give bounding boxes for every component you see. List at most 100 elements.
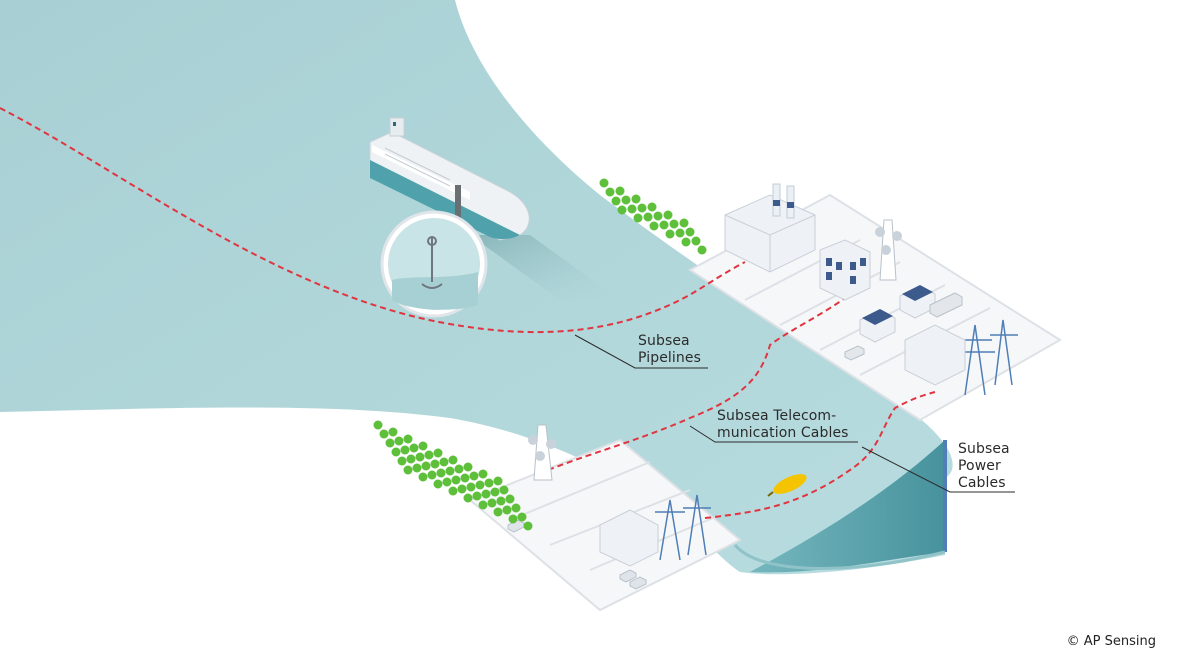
tree-icon — [397, 456, 407, 466]
telecom-label: Subsea Telecom- munication Cables — [717, 408, 849, 442]
pipelines-label-line2: Pipelines — [638, 350, 701, 366]
tree-icon — [424, 450, 434, 460]
tree-icon — [373, 420, 383, 430]
copyright-notice: © AP Sensing — [1066, 634, 1156, 649]
tree-icon — [418, 472, 428, 482]
tree-icon — [617, 205, 627, 215]
tree-icon — [621, 195, 631, 205]
tree-icon — [508, 514, 518, 524]
tree-icon — [647, 202, 657, 212]
tree-icon — [403, 465, 413, 475]
tree-icon — [418, 441, 428, 451]
tree-icon — [430, 459, 440, 469]
tree-icon — [478, 500, 488, 510]
tree-icon — [679, 218, 689, 228]
tree-icon — [388, 427, 398, 437]
leader-lines — [574, 334, 1015, 493]
tree-icon — [493, 476, 503, 486]
power-cable — [704, 391, 936, 519]
tree-icon — [409, 443, 419, 453]
anchor-magnifier-icon — [380, 210, 488, 318]
tree-icon — [496, 496, 506, 506]
tree-icon — [385, 438, 395, 448]
tree-icon — [445, 466, 455, 476]
tree-icon — [472, 491, 482, 501]
tree-icon — [505, 494, 515, 504]
pipelines-leader — [574, 334, 708, 369]
tree-icon — [451, 475, 461, 485]
tree-icon — [665, 229, 675, 239]
power-plant-icon — [904, 324, 966, 386]
tree-icon — [627, 204, 637, 214]
tree-icon — [448, 486, 458, 496]
tree-icon — [406, 454, 416, 464]
office-building-icon — [819, 239, 871, 301]
tree-icon — [415, 452, 425, 462]
tree-icon — [460, 473, 470, 483]
tree-icon — [649, 221, 659, 231]
sea-cross-section — [750, 440, 945, 573]
tree-icon — [659, 220, 669, 230]
telecom-label-line1: Subsea Telecom- — [717, 408, 837, 424]
tree-icon — [379, 429, 389, 439]
tree-icon — [675, 228, 685, 238]
solar-house-icon — [859, 285, 936, 343]
factory-icon — [724, 183, 816, 273]
telecom-label-line2: munication Cables — [717, 425, 849, 441]
tree-icon — [400, 445, 410, 455]
tree-icon — [633, 213, 643, 223]
tree-icon — [490, 487, 500, 497]
tree-icon — [457, 484, 467, 494]
tree-icon — [484, 478, 494, 488]
uuv-submarine-icon — [767, 474, 807, 497]
tree-icon — [463, 462, 473, 472]
tree-cluster-right — [599, 178, 707, 255]
tree-icon — [615, 186, 625, 196]
cables — [0, 107, 936, 519]
tree-icon — [605, 187, 615, 197]
tree-icon — [663, 210, 673, 220]
power-label-line1: Subsea — [958, 441, 1010, 457]
tree-icon — [421, 461, 431, 471]
tree-icon — [403, 434, 413, 444]
tree-icon — [493, 507, 503, 517]
power-label-line3: Cables — [958, 475, 1006, 491]
truck-icon — [929, 292, 963, 318]
power-leader — [861, 446, 1015, 493]
tree-icon — [487, 498, 497, 508]
tree-icon — [599, 178, 609, 188]
telecom-tower-left-icon — [528, 424, 556, 481]
telecom-leader — [689, 425, 858, 443]
tree-icon — [502, 505, 512, 515]
tree-icon — [691, 236, 701, 246]
tree-icon — [478, 469, 488, 479]
pipeline-cable — [0, 107, 746, 334]
tree-cluster-left — [373, 420, 533, 531]
tree-icon — [481, 489, 491, 499]
tree-icon — [697, 245, 707, 255]
telecom-tower-icon — [875, 219, 902, 281]
pipelines-label-line1: Subsea — [638, 333, 690, 349]
tree-icon — [637, 203, 647, 213]
tree-icon — [685, 227, 695, 237]
tree-icon — [611, 196, 621, 206]
tree-icon — [466, 482, 476, 492]
ship-icon — [369, 117, 530, 241]
tree-icon — [653, 211, 663, 221]
tree-icon — [681, 237, 691, 247]
tree-icon — [475, 480, 485, 490]
tree-icon — [499, 485, 509, 495]
tree-icon — [436, 468, 446, 478]
tree-icon — [463, 493, 473, 503]
tree-icon — [517, 512, 527, 522]
power-label-line2: Power — [958, 458, 1001, 474]
tree-icon — [469, 471, 479, 481]
ship-shadow — [470, 235, 620, 300]
tree-icon — [442, 477, 452, 487]
sea-bottom-curve — [733, 544, 946, 570]
power-label: Subsea Power Cables — [958, 441, 1010, 492]
pipelines-label: Subsea Pipelines — [638, 333, 701, 367]
tree-icon — [454, 464, 464, 474]
telecom-cable — [547, 297, 846, 471]
